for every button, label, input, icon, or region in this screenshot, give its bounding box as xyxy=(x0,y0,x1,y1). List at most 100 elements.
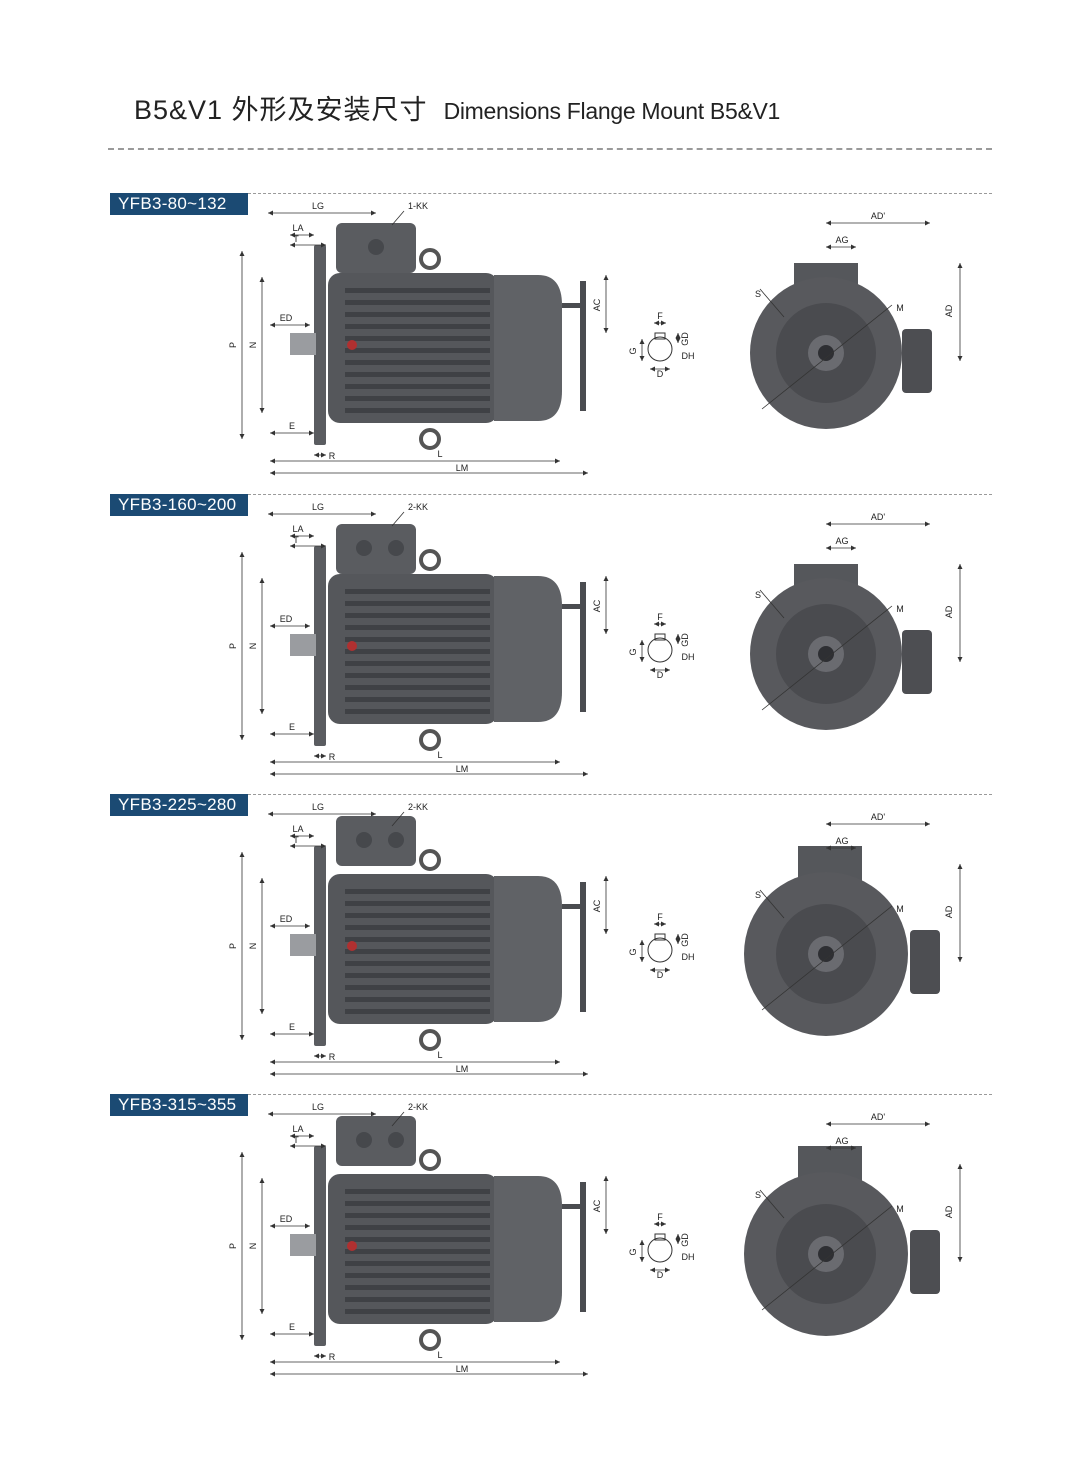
dim-p: P xyxy=(228,943,238,949)
motor-end-view xyxy=(750,564,932,730)
motor-side-view xyxy=(290,223,586,450)
dim-la: LA xyxy=(292,1124,303,1134)
dim-gd: GD xyxy=(680,1233,690,1247)
dim-d: D xyxy=(657,970,664,980)
section-divider xyxy=(248,794,992,795)
dim-t: T xyxy=(293,835,299,845)
dim-n: N xyxy=(248,342,258,349)
dim-lg: LG xyxy=(312,201,324,211)
dim-e: E xyxy=(289,421,295,431)
dim-m: M xyxy=(896,604,904,614)
dim-ed: ED xyxy=(280,313,293,323)
dim-d: D xyxy=(657,369,664,379)
dim-f: F xyxy=(657,311,663,321)
dim-n: N xyxy=(248,943,258,950)
dim-d: D xyxy=(657,1270,664,1280)
dim-ad-prime: AD' xyxy=(871,1112,886,1122)
dim-f: F xyxy=(657,912,663,922)
dim-dh: DH xyxy=(682,952,695,962)
dim-t: T xyxy=(293,234,299,244)
dim-dh: DH xyxy=(682,351,695,361)
dim-g: G xyxy=(628,948,638,955)
motor-end-view xyxy=(750,263,932,429)
dim-ag: AG xyxy=(835,536,848,546)
dim-ad: AD xyxy=(944,1205,954,1218)
dim-gd: GD xyxy=(680,633,690,647)
dim-ac: AC xyxy=(592,1199,602,1212)
dim-ad: AD xyxy=(944,304,954,317)
dim-lg: LG xyxy=(312,1102,324,1112)
page-title-en: Dimensions Flange Mount B5&V1 xyxy=(443,98,781,124)
dim-ag: AG xyxy=(835,836,848,846)
end-dimensions: AD' AG AD S M xyxy=(755,1112,963,1262)
dim-lm: LM xyxy=(456,1064,469,1074)
section-divider xyxy=(248,1094,992,1095)
dim-f: F xyxy=(657,1212,663,1222)
dim-gd: GD xyxy=(680,332,690,346)
dim-dh: DH xyxy=(682,652,695,662)
dim-kk: 2-KK xyxy=(408,802,428,812)
dim-la: LA xyxy=(292,223,303,233)
section-label: YFB3-315~355 xyxy=(110,1094,248,1116)
dim-ed: ED xyxy=(280,914,293,924)
dim-la: LA xyxy=(292,524,303,534)
section-label: YFB3-160~200 xyxy=(110,494,248,516)
dim-l: L xyxy=(437,750,442,760)
title-divider xyxy=(108,148,992,150)
end-dimensions: AD' AG AD S M xyxy=(755,812,963,962)
end-dimensions: AD' AG AD S M xyxy=(755,512,963,662)
dim-ag: AG xyxy=(835,1136,848,1146)
motor-side-view xyxy=(290,1116,586,1351)
dim-kk: 2-KK xyxy=(408,502,428,512)
dim-ad-prime: AD' xyxy=(871,512,886,522)
dim-p: P xyxy=(228,342,238,348)
dim-ad: AD xyxy=(944,605,954,618)
dim-ag: AG xyxy=(835,235,848,245)
section-label: YFB3-80~132 xyxy=(110,193,248,215)
dim-ad: AD xyxy=(944,905,954,918)
dim-l: L xyxy=(437,1050,442,1060)
dim-lg: LG xyxy=(312,502,324,512)
dim-s: S xyxy=(755,289,761,299)
dim-m: M xyxy=(896,904,904,914)
dim-g: G xyxy=(628,648,638,655)
dim-ad-prime: AD' xyxy=(871,211,886,221)
motor-end-view xyxy=(744,846,940,1036)
section-divider xyxy=(248,494,992,495)
dim-lm: LM xyxy=(456,764,469,774)
dim-f: F xyxy=(657,612,663,622)
dim-r: R xyxy=(329,1352,336,1362)
dim-kk: 1-KK xyxy=(408,201,428,211)
dim-ad-prime: AD' xyxy=(871,812,886,822)
dim-lm: LM xyxy=(456,463,469,473)
dim-n: N xyxy=(248,643,258,650)
motor-end-view xyxy=(744,1146,940,1336)
dim-l: L xyxy=(437,1350,442,1360)
dim-ac: AC xyxy=(592,298,602,311)
dim-ac: AC xyxy=(592,899,602,912)
dim-gd: GD xyxy=(680,933,690,947)
dim-kk: 2-KK xyxy=(408,1102,428,1112)
dim-s: S xyxy=(755,890,761,900)
dim-ed: ED xyxy=(280,614,293,624)
dim-lm: LM xyxy=(456,1364,469,1374)
dim-l: L xyxy=(437,449,442,459)
section-label: YFB3-225~280 xyxy=(110,794,248,816)
dim-m: M xyxy=(896,1204,904,1214)
dim-la: LA xyxy=(292,824,303,834)
dim-s: S xyxy=(755,590,761,600)
dim-s: S xyxy=(755,1190,761,1200)
